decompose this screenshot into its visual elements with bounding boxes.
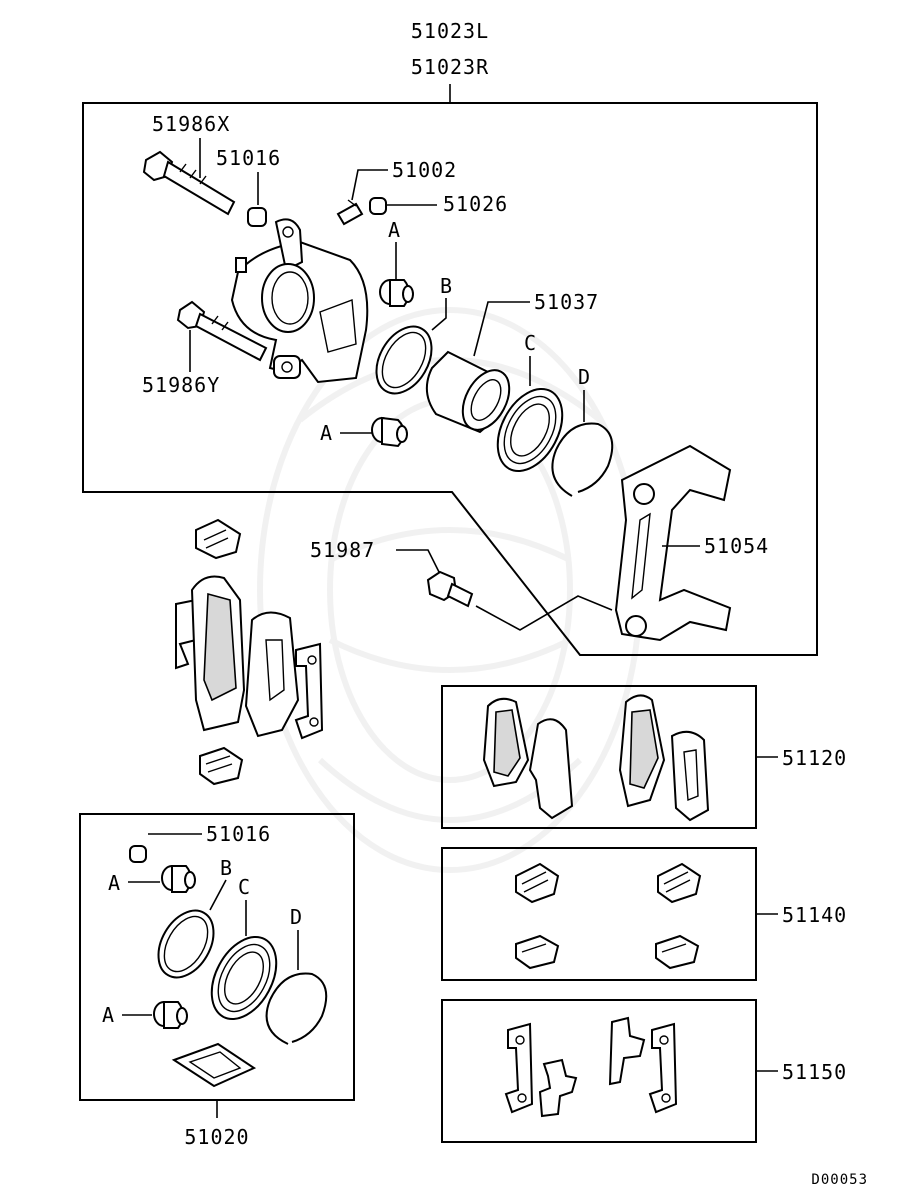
seal-kit-parts	[129, 845, 328, 1088]
callout-b-leader	[431, 298, 447, 331]
diagram-id: D00053	[811, 1172, 868, 1187]
piston-leader	[473, 301, 530, 357]
shim-set-parts	[504, 1016, 678, 1118]
boot-a-upper-part	[379, 279, 414, 307]
seal-kit-callout-b: B	[220, 856, 233, 880]
shim-set-frame	[441, 999, 757, 1143]
callout-c-label: C	[524, 331, 537, 355]
seal-kit-label: 51020	[184, 1125, 249, 1149]
callout-a-lower-label: A	[320, 421, 333, 445]
retaining-ring-d-part	[551, 422, 614, 497]
pad-set-parts	[482, 694, 710, 822]
pin-bushing-part	[247, 207, 267, 227]
caliper-body-part	[230, 218, 369, 384]
caliper-assy-r-label: 51023R	[411, 55, 489, 79]
bleeder-cap-label: 51026	[443, 192, 508, 216]
bleeder-screw-part	[336, 199, 364, 226]
pad-assembly-loose	[175, 518, 324, 786]
bracket-bolt-label: 51987	[310, 538, 375, 562]
callout-d-label: D	[578, 365, 591, 389]
bleeder-screw-label: 51002	[392, 158, 457, 182]
seal-kit-callout-b-leader	[209, 879, 227, 911]
piston-part	[425, 350, 511, 434]
pad-set-label: 51120	[782, 746, 847, 770]
seal-kit-callout-c: C	[238, 875, 251, 899]
shim-set-label: 51150	[782, 1060, 847, 1084]
seal-kit-bushing-label: 51016	[206, 822, 271, 846]
callout-b-label: B	[440, 274, 453, 298]
guide-pin-lower-part	[176, 300, 268, 362]
bracket-bolt-path	[475, 595, 613, 631]
pad-clip-set-frame	[441, 847, 757, 981]
pad-clip-set-parts	[515, 862, 702, 970]
callout-a-upper-label: A	[388, 218, 401, 242]
guide-pin-upper-part	[142, 150, 236, 216]
pin-bushing-label: 51016	[216, 146, 281, 170]
caliper-assy-l-label: 51023L	[411, 19, 489, 43]
bleeder-cap-part	[369, 197, 387, 215]
bracket-bolt-leader	[396, 549, 441, 575]
guide-pin-lower-label: 51986Y	[142, 373, 220, 397]
seal-kit-callout-a-lower: A	[102, 1003, 115, 1027]
guide-pin-upper-label: 51986X	[152, 112, 230, 136]
bleeder-screw-leader	[351, 169, 388, 201]
piston-label: 51037	[534, 290, 599, 314]
piston-seal-b-part	[375, 325, 433, 395]
support-bracket-part	[614, 444, 732, 642]
bracket-bolt-part	[426, 570, 474, 608]
support-bracket-label: 51054	[704, 534, 769, 558]
boot-a-lower-part	[371, 416, 408, 448]
seal-kit-callout-d: D	[290, 905, 303, 929]
dust-boot-c-part	[496, 387, 564, 473]
seal-kit-callout-a-upper: A	[108, 871, 121, 895]
caliper-assembly-frame	[82, 102, 818, 656]
pad-clip-set-label: 51140	[782, 903, 847, 927]
